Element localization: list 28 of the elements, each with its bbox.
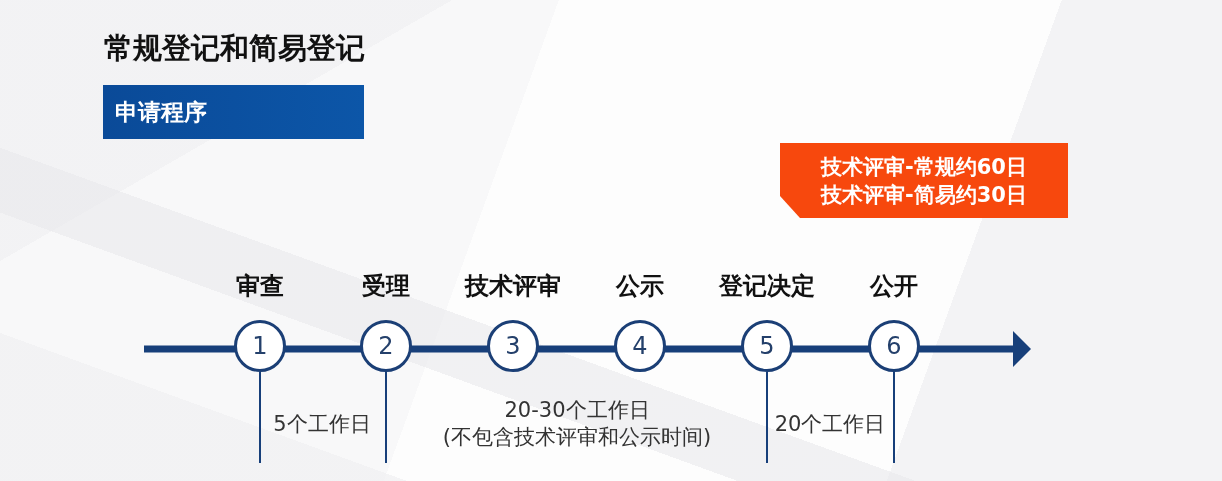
step-number: 1 xyxy=(252,332,268,360)
step-label: 审查 xyxy=(236,271,284,301)
step-number: 6 xyxy=(886,332,902,360)
step-label: 登记决定 xyxy=(719,271,815,301)
timeline-line xyxy=(284,345,362,353)
duration-label: 20个工作日 xyxy=(774,411,886,437)
step-number: 5 xyxy=(759,332,775,360)
step-label: 公示 xyxy=(616,271,664,301)
section-title: 申请程序 xyxy=(115,98,207,127)
step-number: 3 xyxy=(505,332,521,360)
note-text: 技术评审-常规约60日 xyxy=(821,153,1027,181)
section-band xyxy=(103,85,364,139)
step-number: 2 xyxy=(378,332,394,360)
title: 常规登记和简易登记 xyxy=(104,30,365,66)
timeline-arrow xyxy=(918,331,1031,367)
step-label: 技术评审 xyxy=(465,271,561,301)
step-number: 4 xyxy=(632,332,648,360)
timeline-line xyxy=(664,345,743,353)
note-box xyxy=(780,143,1068,218)
duration-label: (不包含技术评审和公示时间) xyxy=(442,424,712,450)
timeline-line xyxy=(791,345,870,353)
note-text: 技术评审-简易约30日 xyxy=(821,181,1027,209)
timeline-line xyxy=(410,345,489,353)
duration-label: 5个工作日 xyxy=(273,411,371,437)
step-label: 公开 xyxy=(870,271,918,301)
step-label: 受理 xyxy=(362,271,410,301)
timeline-line xyxy=(537,345,616,353)
duration-label: 20-30个工作日 xyxy=(504,397,650,423)
